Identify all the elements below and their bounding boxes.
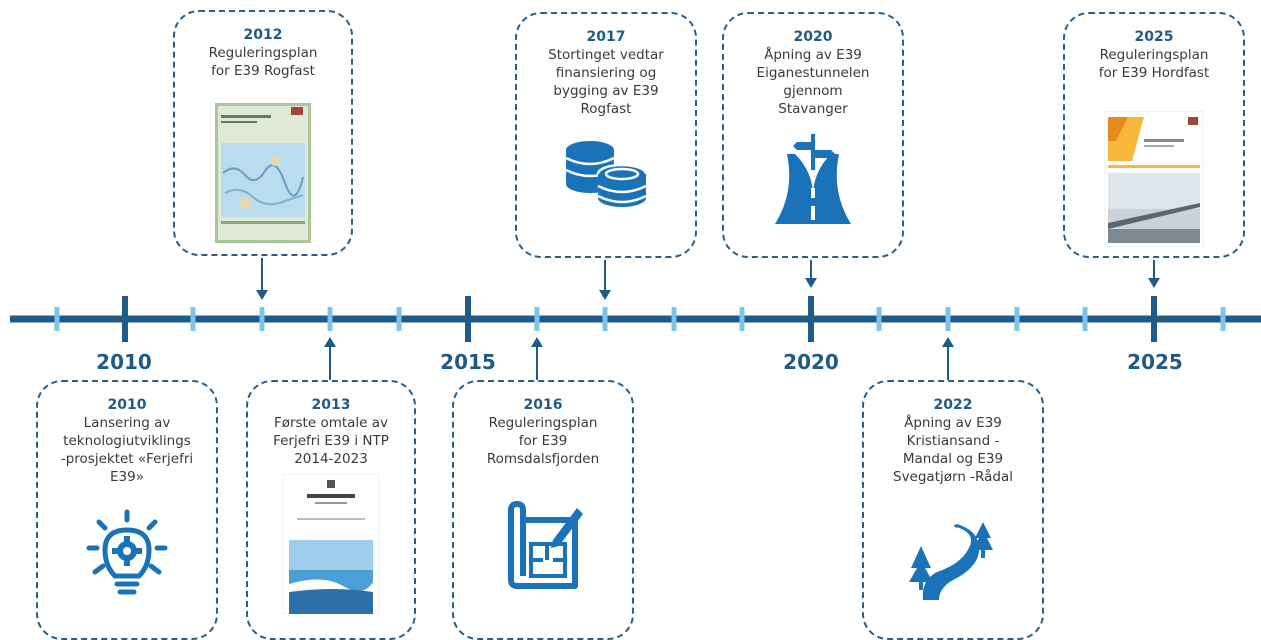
event-description-line: for E39 Rogfast (211, 63, 315, 79)
event-description-line: gjennom (783, 83, 843, 99)
event-description-line: Mandal og E39 (902, 451, 1004, 467)
connector-arrow (531, 337, 543, 380)
road-signpost-icon (775, 134, 851, 224)
event-description-line: Stavanger (778, 101, 848, 117)
event-description-line: Åpning av E39 (904, 415, 1002, 431)
blueprint-pencil-icon (508, 501, 583, 589)
event-year: 2016 (523, 397, 563, 413)
connector-arrow (1148, 260, 1160, 288)
axis-ticks (54, 296, 1226, 342)
event-year: 2017 (586, 29, 626, 45)
document-thumbnail-ntp-icon (283, 474, 379, 614)
event-year: 2010 (107, 397, 147, 413)
event-description-line: Stortinget vedtar (548, 47, 664, 63)
document-thumbnail-map-icon (215, 103, 311, 243)
coins-icon (565, 141, 648, 207)
event-description-line: Svegatjørn -Rådal (893, 469, 1013, 485)
event-description-line: Ferjefri E39 i NTP (273, 433, 389, 449)
event-description-line: teknologiutviklings (63, 433, 191, 449)
event-description-line: Første omtale av (273, 415, 389, 431)
event-description-line: finansiering og (555, 65, 657, 81)
axis-year-2015: 2015 (440, 350, 496, 374)
event-description-line: Lansering av (83, 415, 171, 431)
event-year: 2020 (793, 29, 833, 45)
event-year: 2013 (311, 397, 351, 413)
timeline-diagram: 2010 2015 2020 2025 2012 Reguleringsplan… (10, 10, 1261, 640)
connector-arrows (256, 258, 1160, 380)
event-card-2025: 2025 Reguleringsplan for E39 Hordfast (1063, 12, 1245, 258)
event-card-2012: 2012 Reguleringsplan for E39 Rogfast (173, 10, 353, 256)
event-card-2016: 2016 Reguleringsplan for E39 Romsdalsfjo… (452, 380, 634, 640)
event-card-2020: 2020 Åpning av E39 Eiganestunnelen gjenn… (722, 12, 904, 258)
event-description-line: bygging av E39 (553, 83, 659, 99)
event-card-2010: 2010 Lansering av teknologiutviklings -p… (36, 380, 218, 640)
event-description-line: for E39 Hordfast (1098, 65, 1210, 81)
lightbulb-gear-icon (86, 509, 168, 595)
winding-road-trees-icon (909, 522, 993, 600)
connector-arrow (599, 260, 611, 300)
event-description-line: Reguleringsplan (1099, 47, 1209, 63)
document-thumbnail-bridge-icon (1104, 111, 1204, 247)
event-card-2022: 2022 Åpning av E39 Kristiansand - Mandal… (862, 380, 1044, 640)
axis-year-2010: 2010 (96, 350, 152, 374)
event-description-line: -prosjektet «Ferjefri (60, 451, 194, 467)
event-year: 2022 (933, 397, 973, 413)
event-description-line: Reguleringsplan (488, 415, 598, 431)
connector-arrow (256, 258, 268, 300)
axis-year-2020: 2020 (783, 350, 839, 374)
timeline-axis (10, 258, 1261, 380)
event-description-line: for E39 (518, 433, 568, 449)
event-description-line: Rogfast (580, 101, 632, 117)
event-year: 2012 (243, 27, 283, 43)
connector-arrow (942, 337, 954, 380)
event-card-2013: 2013 Første omtale av Ferjefri E39 i NTP… (246, 380, 416, 640)
event-year: 2025 (1134, 29, 1174, 45)
connector-arrow (805, 260, 817, 288)
event-description-line: 2014-2023 (294, 451, 368, 467)
axis-year-2025: 2025 (1127, 350, 1183, 374)
connector-arrow (324, 337, 336, 380)
event-description-line: Åpning av E39 (764, 47, 862, 63)
event-description-line: Kristiansand - (906, 433, 1000, 449)
event-description-line: Eiganestunnelen (756, 65, 870, 81)
event-description-line: Romsdalsfjorden (486, 451, 600, 467)
event-description-line: Reguleringsplan (208, 45, 318, 61)
event-description-line: E39» (110, 469, 144, 485)
event-card-2017: 2017 Stortinget vedtar finansiering og b… (515, 12, 697, 258)
